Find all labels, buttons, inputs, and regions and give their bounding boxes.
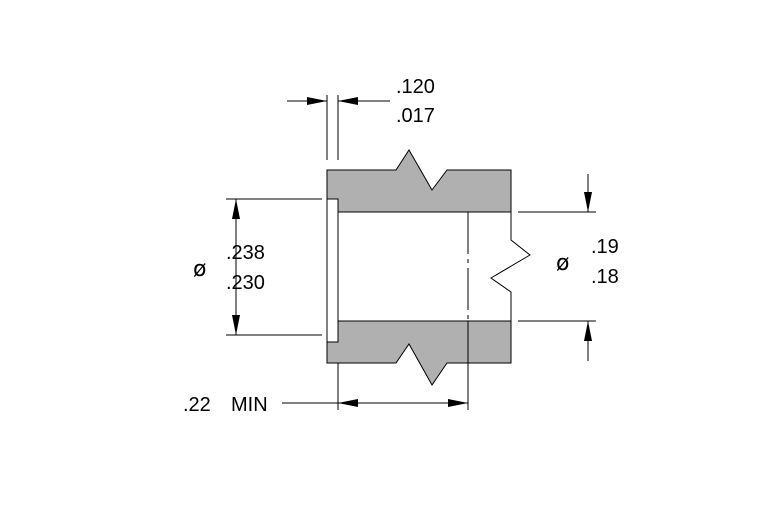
groove-width-lower: .017: [396, 105, 435, 127]
groove-diameter-upper: .238: [226, 242, 265, 264]
groove-depth-value: .22: [183, 394, 211, 416]
groove-depth-dimension: .22 MIN: [183, 321, 469, 416]
groove-diameter-lower: .230: [226, 272, 265, 294]
groove-outline: [326, 198, 339, 343]
upper-wall-section: [326, 149, 512, 213]
lower-wall-section: [326, 320, 512, 386]
diameter-symbol-left: ø: [193, 257, 206, 282]
bore-diameter-dimension: ø .19 .18: [518, 174, 619, 361]
groove-width-dimension: .120 .017: [287, 76, 435, 160]
groove-width-upper: .120: [396, 76, 435, 98]
bore-diameter-lower: .18: [591, 266, 619, 288]
bore-diameter-upper: .19: [591, 236, 619, 258]
diameter-symbol-right: ø: [556, 251, 569, 276]
groove-depth-qualifier: MIN: [231, 394, 268, 416]
groove-diameter-dimension: ø .238 .230: [193, 198, 322, 336]
break-line: [490, 212, 531, 321]
